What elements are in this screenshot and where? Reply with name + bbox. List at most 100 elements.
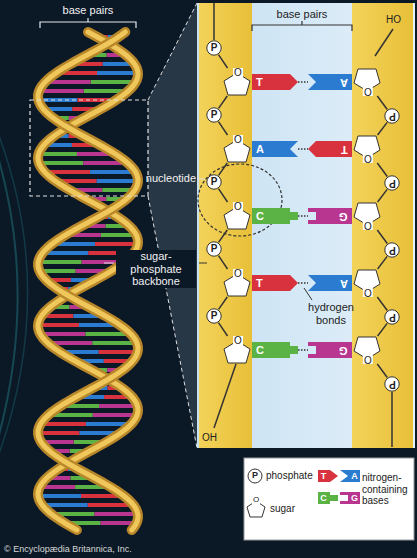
base-pair-bar [93,413,137,417]
sugar-pentagon: O [222,202,252,230]
backbone-bond [219,96,228,108]
backbone-bond [377,230,387,244]
copyright-note: © Encyclopædia Britannica, Inc. [4,544,204,554]
oxygen-label: O [233,202,243,212]
hydrogen-bond [298,148,308,149]
nucleotide-outline [198,164,282,236]
hydrogen-bond [298,215,308,216]
legend-symbol: A [349,471,360,481]
base-letter: C [256,211,264,222]
base-letter: A [256,144,264,155]
backbone-bond [218,55,227,68]
legend-text: phosphate [266,470,316,482]
zoom-line [148,196,197,448]
phosphate-shape [207,309,221,323]
sugar-pentagon: O [222,68,252,96]
base-shape [308,342,352,358]
base-pair-bar [38,431,79,435]
sugar-pentagon: O [352,202,382,230]
base-block: A [308,74,352,90]
base-pair-bar [97,71,138,75]
phosphate-circle: P [384,309,400,325]
base-letter: T [341,144,348,155]
leader-line [199,263,207,264]
base-letter: A [340,278,348,289]
backbone-bond [377,364,387,378]
oxygen-label: O [363,220,373,230]
base-pair-bar [39,89,84,93]
leader-line [104,263,114,264]
base-shape [252,208,298,224]
sugar-pentagon: O [222,135,252,163]
base-block: A [308,275,352,291]
phosphate-shape [207,242,221,256]
sugar-pentagon: O [352,135,382,163]
base-shape [252,141,298,157]
legend-symbol: G [349,493,360,503]
decor-arc [0,20,28,558]
phosphate-label: P [389,245,396,255]
phosphate-label: P [211,43,218,53]
base-letter: T [256,278,263,289]
sugar-pentagon: O [222,269,252,297]
hydrogen-bond [298,81,308,82]
legend-symbol: T [318,471,329,481]
base-letter: A [340,77,348,88]
oxygen-label: O [363,153,373,163]
end-label: HO [386,14,408,26]
base-pair-bar [38,260,81,264]
phosphate-shape [385,310,399,324]
backbone-bond [219,163,228,175]
oxygen-label: O [363,287,373,297]
phosphate-label: P [389,379,396,389]
base-pair-bar [95,512,138,516]
backbone-band [199,3,252,448]
phosphate-circle: P [206,174,222,190]
backbone-bond [378,189,388,202]
phosphate-circle: P [384,376,400,392]
sugar-pentagon: O [222,336,252,364]
base-shape [308,141,352,157]
oxygen-label: O [233,135,243,145]
backbone-bond [378,323,388,336]
bracket [40,18,136,28]
phosphate-circle: P [384,242,400,258]
phosphate-shape [385,109,399,123]
part-label: sugar-phosphate backbone [116,250,196,288]
phosphate-label: P [211,311,218,321]
base-shape [308,208,352,224]
end-label: OH [202,432,224,444]
phosphate-shape [385,377,399,391]
part-label: base pairs [262,8,342,21]
oxygen-label: O [233,336,243,346]
phosphate-circle: P [384,175,400,191]
base-letter: C [256,345,264,356]
base-pair-bar [38,494,81,498]
strand-line [214,364,236,428]
strand-line [391,392,393,447]
legend-base [318,470,338,482]
phosphate-label: P [211,244,218,254]
base-block: C [252,342,298,358]
backbone-bond [218,189,227,202]
sugar-pentagon: O [352,336,382,364]
backbone-bond [378,256,388,269]
backbone-band [352,3,413,448]
backbone-bond [218,256,227,269]
phosphate-label: P [389,312,396,322]
base-block: C [252,208,298,224]
base-shape [308,74,352,90]
phosphate-shape [385,176,399,190]
hydrogen-bond [298,282,308,283]
phosphate-shape [207,41,221,55]
zoom-panel [197,3,415,448]
part-label: hydrogen bonds [300,301,362,326]
phosphate-circle: P [206,308,222,324]
base-shape [308,275,352,291]
oxygen-label: O [233,68,243,78]
base-block: G [308,208,352,224]
oxygen-label: O [363,354,373,364]
part-label: base pairs [48,4,128,17]
phosphate-shape [207,108,221,122]
base-block: T [308,141,352,157]
